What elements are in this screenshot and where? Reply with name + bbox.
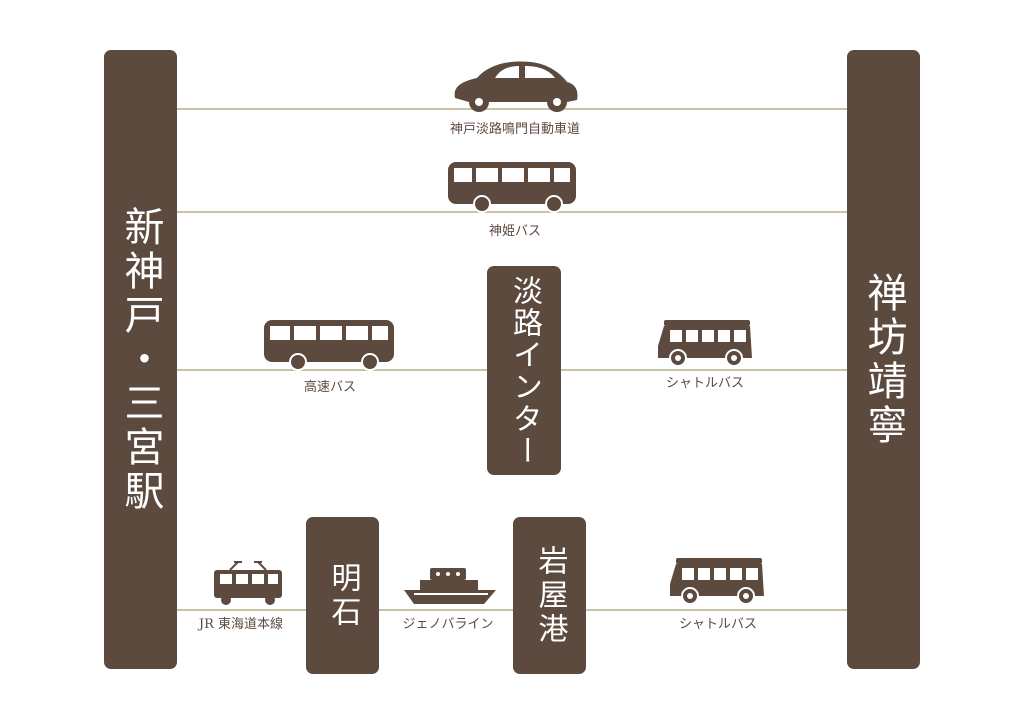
route-line-jr (176, 609, 308, 611)
route-line-shuttle-bus-2 (584, 609, 848, 611)
route-label-jr: JR 東海道本線 (196, 613, 286, 632)
station-akashi: 明石 (306, 517, 379, 674)
route-label-jenova: ジェノバライン (400, 613, 496, 632)
route-line-highway-bus (176, 369, 488, 371)
route-label-shinki-bus: 神姫バス (486, 220, 544, 239)
ferry-icon (402, 566, 498, 606)
route-label-highway-bus: 高速バス (301, 376, 359, 395)
station-iwaya: 岩屋港 (513, 517, 586, 674)
station-iwaya-label: 岩屋港 (532, 544, 568, 647)
route-label-shuttle-bus-2: シャトルバス (676, 613, 760, 632)
station-shinkobe: 新神戸・三宮駅 (104, 50, 177, 669)
car-icon (449, 58, 581, 114)
bus-icon (446, 160, 578, 214)
bus-icon (262, 318, 396, 372)
shuttle-bus-icon (656, 318, 756, 370)
station-awaji-ic-label: 淡路インター (507, 274, 542, 467)
station-akashi-label: 明石 (325, 561, 361, 630)
route-line-shuttle-bus-1 (560, 369, 848, 371)
route-line-shinki-bus (176, 211, 848, 213)
route-line-jenova (378, 609, 514, 611)
station-zenbo-label: 禅坊靖寧 (860, 271, 907, 448)
route-label-expressway: 神戸淡路鳴門自動車道 (447, 118, 583, 137)
station-awaji-ic: 淡路インター (487, 266, 561, 475)
route-line-expressway (176, 108, 848, 110)
route-label-shuttle-bus-1: シャトルバス (663, 372, 747, 391)
station-zenbo: 禅坊靖寧 (847, 50, 920, 669)
shuttle-bus-icon (668, 556, 768, 608)
train-icon (212, 560, 284, 606)
station-shinkobe-label: 新神戸・三宮駅 (117, 205, 164, 514)
